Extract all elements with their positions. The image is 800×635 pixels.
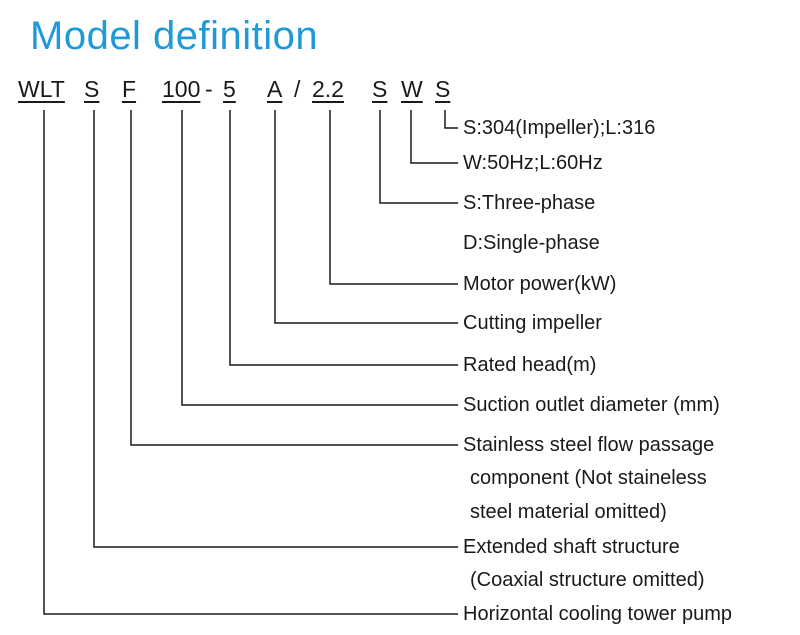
code-w: W <box>401 76 423 102</box>
leader-suction <box>181 110 458 406</box>
desc-suction-diameter: Suction outlet diameter (mm) <box>463 394 720 416</box>
desc-extended-line1: Extended shaft structure <box>463 536 680 558</box>
leader-head <box>229 110 458 366</box>
code-head: 5 <box>223 76 236 102</box>
leader-frequency <box>410 110 458 164</box>
leader-power <box>329 110 458 285</box>
desc-three-phase: S:Three-phase <box>463 192 596 214</box>
desc-horizontal-pump: Horizontal cooling tower pump <box>463 603 733 625</box>
code-a: A <box>267 76 283 102</box>
desc-extended-line2: (Coaxial structure omitted) <box>470 569 705 591</box>
desc-stainless-line2: component (Not staineless <box>470 467 707 489</box>
code-f: F <box>122 76 137 102</box>
code-dash: - <box>205 76 213 102</box>
desc-motor-power: Motor power(kW) <box>463 273 617 295</box>
code-wlt: WLT <box>18 76 65 102</box>
code-s-material: S <box>435 76 451 102</box>
code-s-shaft: S <box>84 76 100 102</box>
code-power: 2.2 <box>312 76 344 102</box>
desc-cutting-impeller: Cutting impeller <box>463 312 602 334</box>
leader-phase <box>379 110 458 204</box>
desc-single-phase: D:Single-phase <box>463 232 600 254</box>
desc-stainless-line3: steel material omitted) <box>470 501 667 523</box>
code-s-phase: S <box>372 76 388 102</box>
code-diameter: 100 <box>162 76 201 102</box>
code-slash: / <box>294 76 301 102</box>
leader-horizontal <box>43 110 458 615</box>
desc-rated-head: Rated head(m) <box>463 354 597 376</box>
desc-stainless-line1: Stainless steel flow passage <box>463 434 715 456</box>
leader-cutting <box>274 110 458 324</box>
desc-frequency: W:50Hz;L:60Hz <box>463 152 603 174</box>
page-title: Model definition <box>30 14 319 58</box>
leader-material <box>444 110 458 129</box>
leader-extended <box>93 110 458 548</box>
leader-stainless <box>130 110 458 446</box>
desc-material: S:304(Impeller);L:316 <box>463 117 656 139</box>
